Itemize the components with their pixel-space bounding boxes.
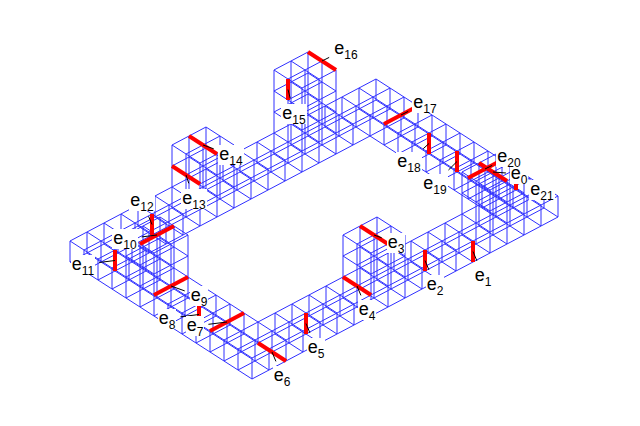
edge-label: e2: [426, 275, 445, 295]
edge-label: e14: [218, 145, 243, 165]
leader-line: [171, 286, 185, 291]
edge-label: e19: [422, 174, 447, 194]
edge-label: e17: [412, 93, 437, 113]
edge-label: e9: [190, 286, 209, 306]
edge-label: e4: [358, 300, 377, 320]
leader-line: [203, 145, 214, 149]
edge-label: e8: [158, 309, 177, 329]
edge-label: e21: [529, 180, 554, 200]
marked-edge: [286, 79, 290, 100]
leader-line: [142, 235, 157, 237]
edge-label: e20: [496, 147, 521, 167]
edge-label: e12: [129, 191, 154, 211]
edge-label: e6: [273, 366, 292, 386]
leader-line: [357, 286, 361, 295]
edge-label: e7: [186, 316, 205, 336]
leader-line: [186, 175, 189, 183]
edge-label: e5: [307, 338, 326, 358]
marked-edge: [154, 277, 188, 295]
leader-line: [423, 144, 429, 149]
leader-line: [208, 322, 227, 324]
marked-edge: [308, 52, 336, 70]
leader-line: [288, 90, 290, 99]
leader-line: [99, 261, 115, 263]
leader-line: [448, 162, 457, 171]
cube-wires: [70, 52, 558, 379]
leader-line: [401, 111, 408, 115]
marked-edge: [360, 226, 388, 244]
leader-line: [425, 261, 429, 270]
leader-line: [306, 324, 310, 333]
marked-edge: [172, 166, 200, 184]
leader-line: [322, 57, 329, 61]
edge-label: e16: [333, 39, 358, 59]
leader-line: [485, 165, 492, 169]
edge-label: e18: [396, 152, 421, 172]
wireframe: [70, 52, 558, 379]
edge-label: e1: [474, 266, 493, 286]
edge-label: e15: [281, 104, 306, 124]
marked-edge: [343, 277, 371, 295]
edge-label: e13: [181, 189, 206, 209]
leader-line: [149, 216, 152, 224]
edge-label: e10: [112, 229, 137, 249]
edge-label: e3: [387, 233, 406, 253]
marked-edge: [189, 136, 217, 154]
leader-line: [374, 235, 382, 238]
edge-label: e11: [71, 255, 95, 275]
marked-edge: [258, 343, 286, 361]
leader-line: [272, 352, 276, 361]
marked-edge: [140, 226, 174, 244]
leader-line: [493, 172, 506, 174]
leader-line: [473, 252, 477, 261]
